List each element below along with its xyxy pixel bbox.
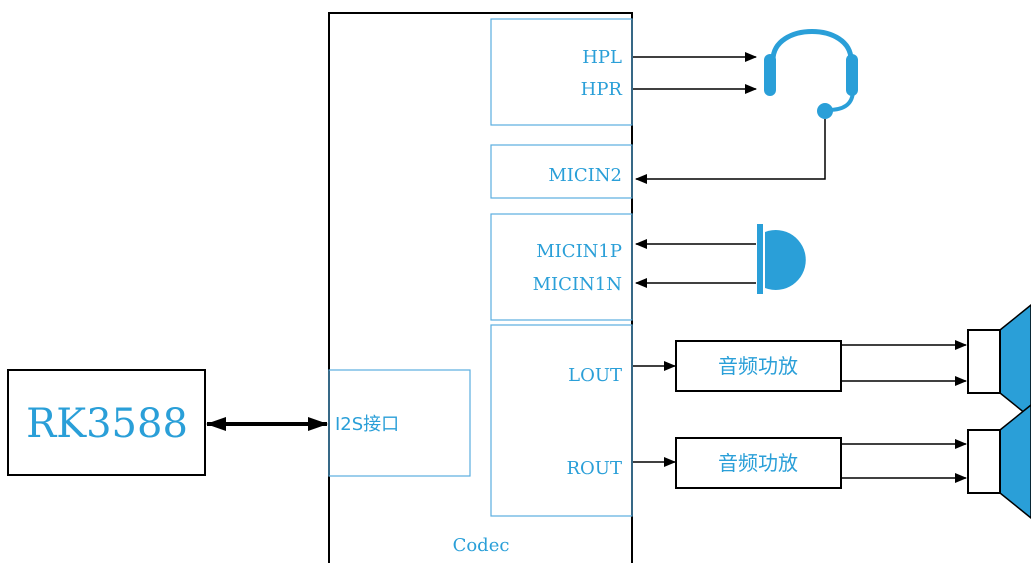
pin-micin1n: MICIN1N [533,274,622,295]
micin2-arrow [635,119,826,184]
amplifier-bottom-label: 音频功放 [718,451,798,475]
codec-label: Codec [453,535,510,556]
pin-micin1p: MICIN1P [536,241,622,262]
pin-hpl: HPL [582,47,622,68]
line-out-port-box [490,324,633,517]
i2s-label: I2S接口 [335,414,399,435]
headset-icon [764,29,858,119]
amplifier-top-label: 音频功放 [718,354,798,378]
amplifier-top [675,340,842,392]
pin-lout: LOUT [568,365,622,386]
pin-hpr: HPR [581,79,623,100]
speaker-icon [967,404,1031,519]
pin-micin2: MICIN2 [548,165,622,186]
pin-rout: ROUT [567,458,623,479]
soc-label: RK3588 [26,401,188,447]
microphone-icon [757,224,806,294]
micin2-port-box [490,144,633,199]
soc-block [7,369,206,476]
i2s-interface-box [328,369,471,477]
amplifier-bottom [675,437,842,489]
speaker-icon [967,304,1031,419]
micin1-port-box [490,213,633,321]
headphone-port-box [490,18,633,126]
